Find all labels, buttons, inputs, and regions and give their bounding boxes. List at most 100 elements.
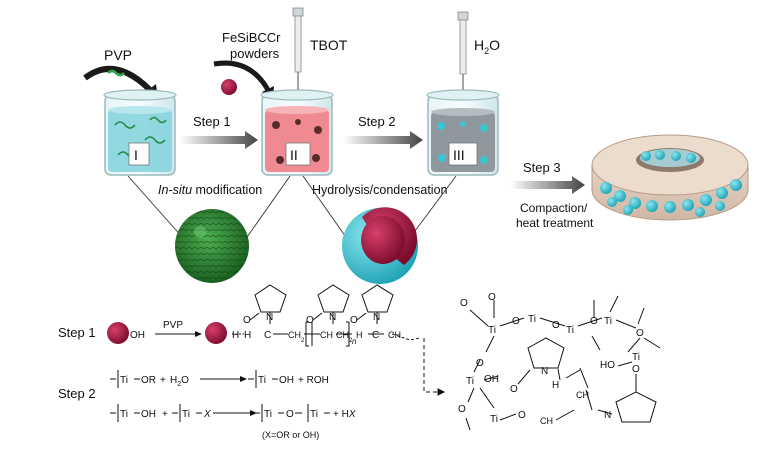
top-step3-label: Step 3 <box>523 160 561 175</box>
network-n-1: N <box>541 366 548 377</box>
o-bridge-label: O <box>286 409 294 420</box>
ti-o-network <box>465 295 661 431</box>
pvp-reagent-label: PVP <box>163 320 183 331</box>
powder-label-line2: powders <box>230 46 280 61</box>
particle-1 <box>107 322 129 344</box>
chain-o-label-3: O <box>350 315 358 326</box>
network-ti-5: Ti <box>632 352 640 363</box>
pvp-chain-structure <box>232 284 446 396</box>
x-label-1: X <box>203 409 211 420</box>
chain-sub-n: n <box>352 337 357 346</box>
network-o-4: O <box>636 328 644 339</box>
network-o-10: O <box>510 384 518 395</box>
ti-label-2: Ti <box>258 375 266 386</box>
top-step3-arrow <box>510 176 585 194</box>
chain-o-label-2: O <box>306 315 314 326</box>
pvp-label: PVP <box>104 47 132 63</box>
plus-label-2: + <box>162 409 168 420</box>
chain-n-label-1: N <box>266 312 273 323</box>
or-label: OR <box>141 375 156 386</box>
h2o-reagent-sub: 2 <box>177 381 181 388</box>
plus-label-1: + <box>160 375 166 386</box>
connector-line <box>244 175 291 241</box>
beaker-2-label: II <box>290 147 298 163</box>
chain-c-label-1: C <box>264 330 271 341</box>
ti-label-1: Ti <box>120 375 128 386</box>
network-o-1: O <box>512 316 520 327</box>
top-step2-arrow <box>343 131 423 149</box>
pvp-strand <box>107 69 125 77</box>
ti-label-4: Ti <box>182 409 190 420</box>
beaker-2 <box>260 89 334 176</box>
hx-label: + HX <box>333 409 356 420</box>
insitu-label-italic: In-situ <box>158 183 192 197</box>
insitu-label-rest: modification <box>192 183 262 197</box>
particle-2 <box>205 322 227 344</box>
connector-line <box>127 175 184 239</box>
hydrolysis-label: Hydrolysis/condensation <box>312 183 448 197</box>
bottom-step1-label: Step 1 <box>58 325 96 340</box>
chain-ch-label-1: CH <box>288 330 301 340</box>
hx-label-x: X <box>348 409 356 420</box>
ti-label-5: Ti <box>264 409 272 420</box>
chain-sub-2-2: 2 <box>349 338 353 344</box>
network-o-6: O <box>488 292 496 303</box>
step2-row1-arrowhead <box>240 376 247 382</box>
h2o-reagent-o: O <box>181 375 189 386</box>
ti-label-6: Ti <box>310 409 318 420</box>
roh-label: + ROH <box>298 375 329 386</box>
chain-n-label-2: N <box>329 312 336 323</box>
beaker-1 <box>103 89 177 176</box>
network-ch-2: CH <box>540 416 553 426</box>
oh-label-1: OH <box>130 330 145 341</box>
top-step1-label: Step 1 <box>193 114 231 129</box>
network-o-8: O <box>458 404 466 415</box>
water-pipette <box>457 11 469 100</box>
powder-label-line1: FeSiBCCr <box>222 30 281 45</box>
network-oh: OH <box>484 374 499 385</box>
beaker-3-label: III <box>453 147 465 163</box>
chain-n-label-3: N <box>373 312 380 323</box>
network-o-5: O <box>460 298 468 309</box>
chain-sub-2-1: 2 <box>301 338 305 344</box>
network-ch-1: CH <box>576 390 589 400</box>
ti-bonds-row1 <box>110 370 278 388</box>
compacted-ring <box>591 134 749 221</box>
insitu-label: In-situ modification <box>158 183 262 197</box>
network-ti-4: Ti <box>604 316 612 327</box>
water-label-o: O <box>489 37 500 53</box>
beaker-3 <box>426 89 500 176</box>
core-shell-particle <box>342 207 418 284</box>
chain-o-label-1: O <box>243 315 251 326</box>
connector-line <box>302 175 349 241</box>
hx-label-h: + H <box>333 409 349 420</box>
network-ti-3: Ti <box>566 325 574 336</box>
network-ti-1: Ti <box>488 325 496 336</box>
ti-bonds-row2 <box>110 404 330 422</box>
network-ti-7: Ti <box>490 414 498 425</box>
oh-label-3: OH <box>141 409 156 420</box>
network-hc: H <box>552 380 559 391</box>
step2-row2-arrowhead <box>250 410 257 416</box>
water-label: H2O <box>474 37 500 56</box>
network-o-2: O <box>552 320 560 331</box>
h2o-reagent: H2O <box>170 375 189 388</box>
water-label-sub: 2 <box>484 46 489 56</box>
chain-c-label-2: C <box>372 330 379 341</box>
network-ti-2: Ti <box>528 314 536 325</box>
pvp-drop-arrow <box>83 66 153 93</box>
top-step2-label: Step 2 <box>358 114 396 129</box>
x-definition-note: (X=OR or OH) <box>262 430 319 440</box>
powder-drop-arrow <box>213 60 271 92</box>
beaker-1-label: I <box>134 147 138 163</box>
compaction-label: Compaction/ <box>520 201 588 215</box>
h2o-reagent-h: H <box>170 375 177 386</box>
step1-reaction-arrowhead <box>195 331 202 337</box>
connector-line <box>411 175 457 236</box>
tbot-pipette <box>292 7 304 98</box>
top-step1-arrow <box>180 131 258 149</box>
ti-label-3: Ti <box>120 409 128 420</box>
network-o-11: O <box>632 364 640 375</box>
bottom-step2-label: Step 2 <box>58 386 96 401</box>
